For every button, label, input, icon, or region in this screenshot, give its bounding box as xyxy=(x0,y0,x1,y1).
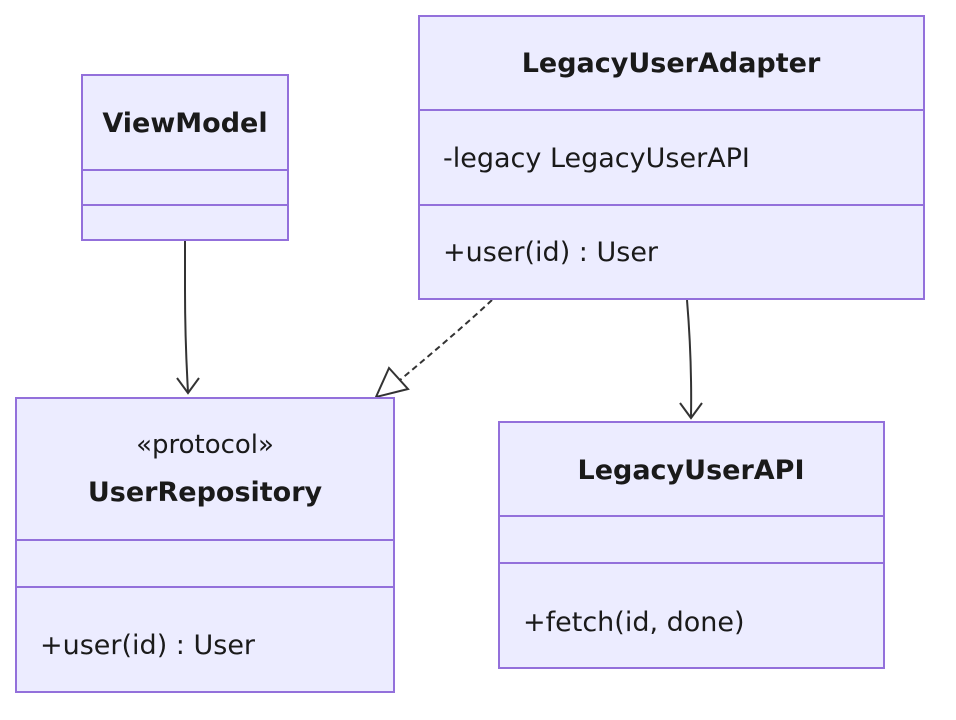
class-viewmodel: ViewModel xyxy=(81,74,289,241)
class-title-legacyuserapi: LegacyUserAPI xyxy=(577,455,804,486)
class-legacyuserapi: LegacyUserAPI +fetch(id, done) xyxy=(498,421,885,669)
class-title-viewmodel: ViewModel xyxy=(102,108,267,139)
class-title-legacyuseradapter: LegacyUserAdapter xyxy=(522,48,821,79)
edge-adapter-realizes-userrepository xyxy=(374,299,493,399)
class-userrepository: «protocol» UserRepository +user(id) : Us… xyxy=(15,397,395,693)
class-title-userrepository: UserRepository xyxy=(88,477,323,508)
method-user: +user(id) : User xyxy=(443,237,659,268)
method-fetch: +fetch(id, done) xyxy=(523,607,745,638)
class-legacyuseradapter: LegacyUserAdapter -legacy LegacyUserAPI … xyxy=(418,15,925,300)
method-user: +user(id) : User xyxy=(40,630,256,661)
attribute-legacy: -legacy LegacyUserAPI xyxy=(443,143,750,174)
edge-viewmodel-to-userrepository xyxy=(176,241,200,395)
stereotype-protocol: «protocol» xyxy=(136,430,274,460)
edge-adapter-to-legacyuserapi xyxy=(679,299,703,420)
